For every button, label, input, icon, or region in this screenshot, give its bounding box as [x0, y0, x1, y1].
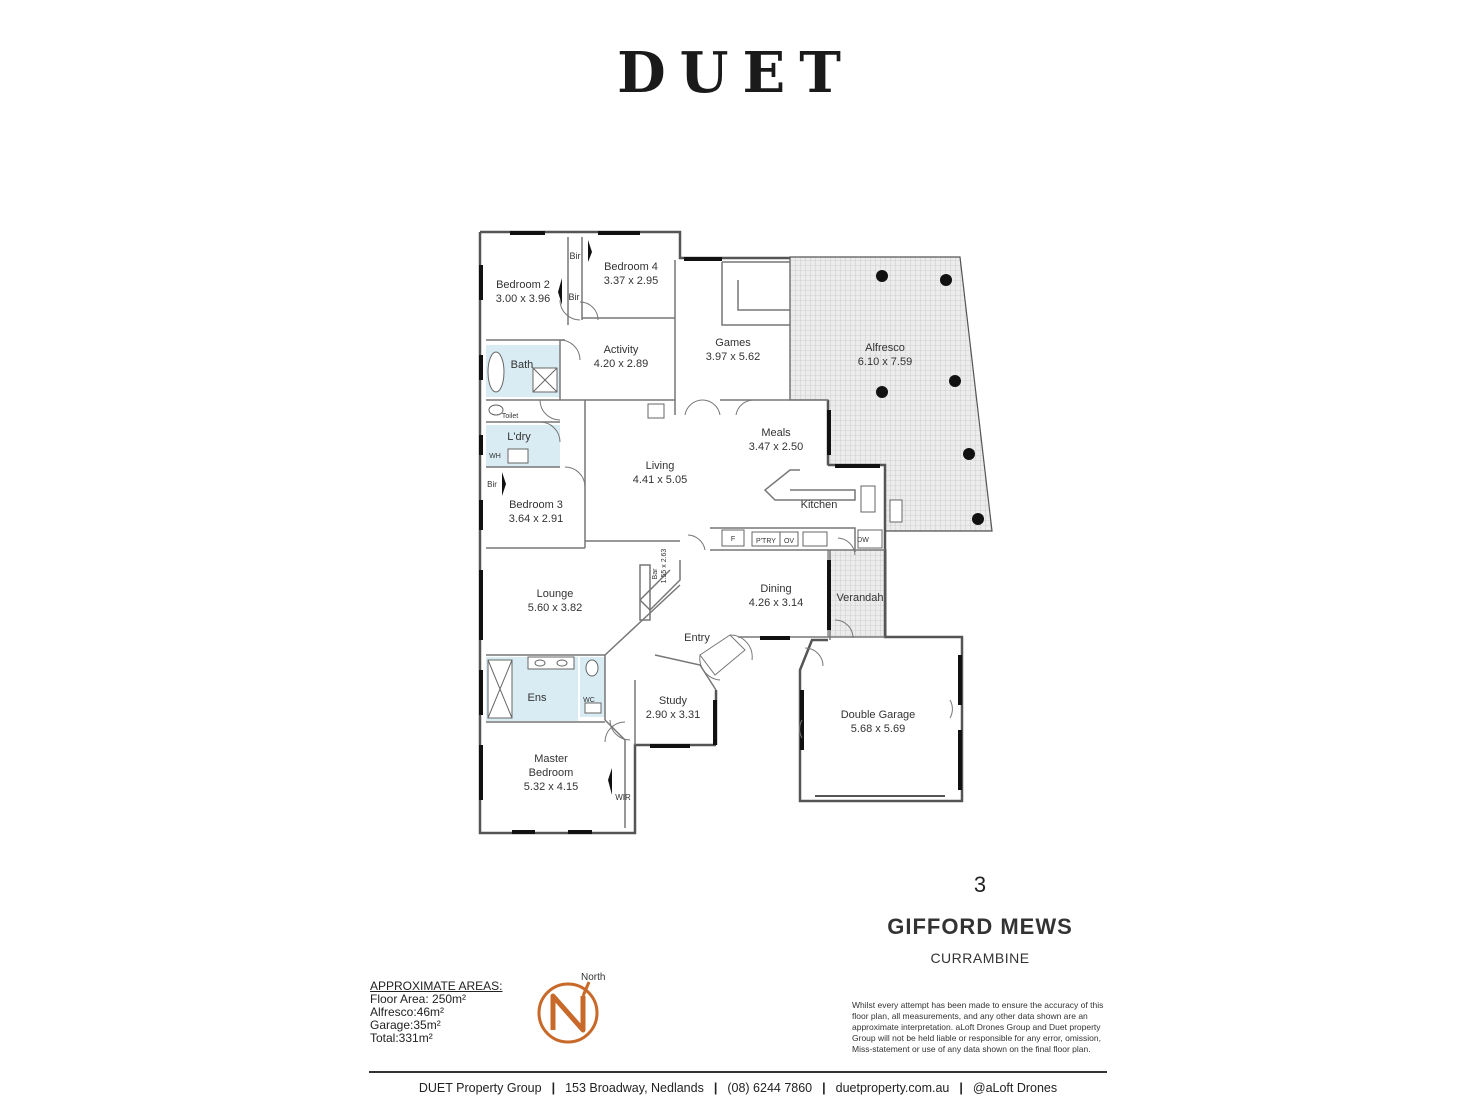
footer-separator: |	[551, 1081, 556, 1095]
bir-label-1: Bir	[570, 251, 581, 261]
room-dim-activity: 4.20 x 2.89	[594, 358, 648, 370]
areas-garage: Garage:35m²	[370, 1018, 441, 1032]
room-dim-bedroom2: 3.00 x 3.96	[496, 293, 550, 305]
north-label: North	[581, 972, 606, 983]
room-dim-games: 3.97 x 5.62	[706, 351, 760, 363]
wir-label: WIR	[615, 793, 631, 802]
room-dim-bedroom4: 3.37 x 2.95	[604, 275, 658, 287]
room-name-entry: Entry	[684, 632, 710, 644]
north-compass-icon	[537, 981, 599, 1044]
bathtub	[487, 351, 505, 393]
room-name-bedroom4: Bedroom 4	[604, 261, 658, 273]
oven-label: OV	[784, 538, 794, 545]
areas-heading: APPROXIMATE AREAS:	[370, 979, 503, 993]
verandah-area	[827, 549, 887, 638]
alfresco-posts	[876, 270, 984, 525]
windows	[479, 231, 962, 834]
room-dim-bedroom3: 3.64 x 2.91	[509, 513, 563, 525]
bir-label-2: Bir	[569, 292, 580, 302]
room-name-alfresco: Alfresco	[865, 342, 905, 354]
fridge	[721, 529, 745, 547]
footer-address: 153 Broadway, Nedlands	[565, 1081, 704, 1095]
toilet	[488, 404, 504, 416]
bbq	[889, 499, 903, 523]
fireplace	[647, 403, 665, 419]
footer-separator: |	[713, 1081, 718, 1095]
address-street: GIFFORD MEWS	[887, 914, 1073, 939]
trough	[507, 448, 529, 464]
room-name-living: Living	[646, 460, 675, 472]
bir-label-3: Bir	[487, 480, 497, 489]
address-number: 3	[973, 872, 987, 897]
room-name-games: Games	[715, 337, 751, 349]
oven	[779, 531, 799, 547]
room-name-master-line2: Bedroom	[529, 767, 574, 779]
room-dim-living: 4.41 x 5.05	[633, 474, 687, 486]
footer-divider	[369, 1071, 1107, 1073]
areas-block: APPROXIMATE AREAS: Floor Area: 250m² Alf…	[370, 980, 502, 1045]
room-name-garage: Double Garage	[841, 709, 916, 721]
areas-floor: Floor Area: 250m²	[370, 992, 467, 1006]
room-name-bedroom2: Bedroom 2	[496, 279, 550, 291]
areas-alfresco: Alfresco:46m²	[370, 1005, 445, 1019]
pantry-label: P'TRY	[756, 538, 776, 545]
toilet-label: Toilet	[502, 413, 518, 420]
room-name-kitchen: Kitchen	[801, 499, 838, 511]
wc-toilet	[585, 659, 599, 677]
room-name-meals: Meals	[761, 427, 791, 439]
robe-markers	[502, 240, 612, 795]
footer-separator: |	[959, 1081, 963, 1095]
dishwasher	[857, 529, 883, 549]
room-dim-alfresco: 6.10 x 7.59	[858, 356, 912, 368]
room-dim-meals: 3.47 x 2.50	[749, 441, 803, 453]
brand-logo: DUET	[617, 40, 855, 106]
wc-basin	[584, 702, 602, 714]
footer-phone: (08) 6244 7860	[727, 1081, 813, 1095]
room-name-bedroom3: Bedroom 3	[509, 499, 563, 511]
footer-website[interactable]: duetproperty.com.au	[835, 1081, 950, 1095]
room-name-laundry: L'dry	[507, 431, 531, 443]
room-dim-master: 5.32 x 4.15	[524, 781, 578, 793]
cooktop	[802, 531, 828, 547]
room-name-study: Study	[659, 695, 688, 707]
footer: DUET Property Group | 153 Broadway, Nedlan…	[369, 1081, 1107, 1095]
room-dim-study: 2.90 x 3.31	[646, 709, 700, 721]
room-dim-garage: 5.68 x 5.69	[851, 723, 905, 735]
room-name-lounge: Lounge	[537, 588, 574, 600]
wh-label: WH	[489, 453, 501, 460]
room-name-ensuite: Ens	[528, 692, 547, 704]
sink	[860, 485, 876, 513]
room-name-activity: Activity	[604, 344, 639, 356]
areas-total: Total:331m²	[370, 1031, 433, 1045]
room-name-verandah: Verandah	[836, 592, 883, 604]
doors	[539, 299, 953, 797]
interior-walls	[486, 237, 885, 828]
bar-dim-label: 1.55 x 2.63	[661, 549, 668, 584]
room-name-dining: Dining	[760, 583, 791, 595]
address-suburb: CURRAMBINE	[930, 950, 1030, 966]
room-dim-dining: 4.26 x 3.14	[749, 597, 803, 609]
fixtures	[487, 351, 903, 719]
dw-label: DW	[857, 537, 869, 544]
wc-label: WC	[583, 697, 595, 704]
fridge-label: F	[731, 536, 735, 543]
footer-separator: |	[822, 1081, 826, 1095]
footer-social[interactable]: @aLoft Drones	[972, 1081, 1058, 1095]
bar-label: Bar	[652, 568, 659, 580]
footer-company: DUET Property Group	[418, 1081, 542, 1095]
room-name-bath: Bath	[511, 359, 534, 371]
room-name-master-line1: Master	[534, 753, 568, 765]
disclaimer-text: Whilst every attempt has been made to en…	[852, 1000, 1104, 1054]
room-dim-lounge: 5.60 x 3.82	[528, 602, 582, 614]
